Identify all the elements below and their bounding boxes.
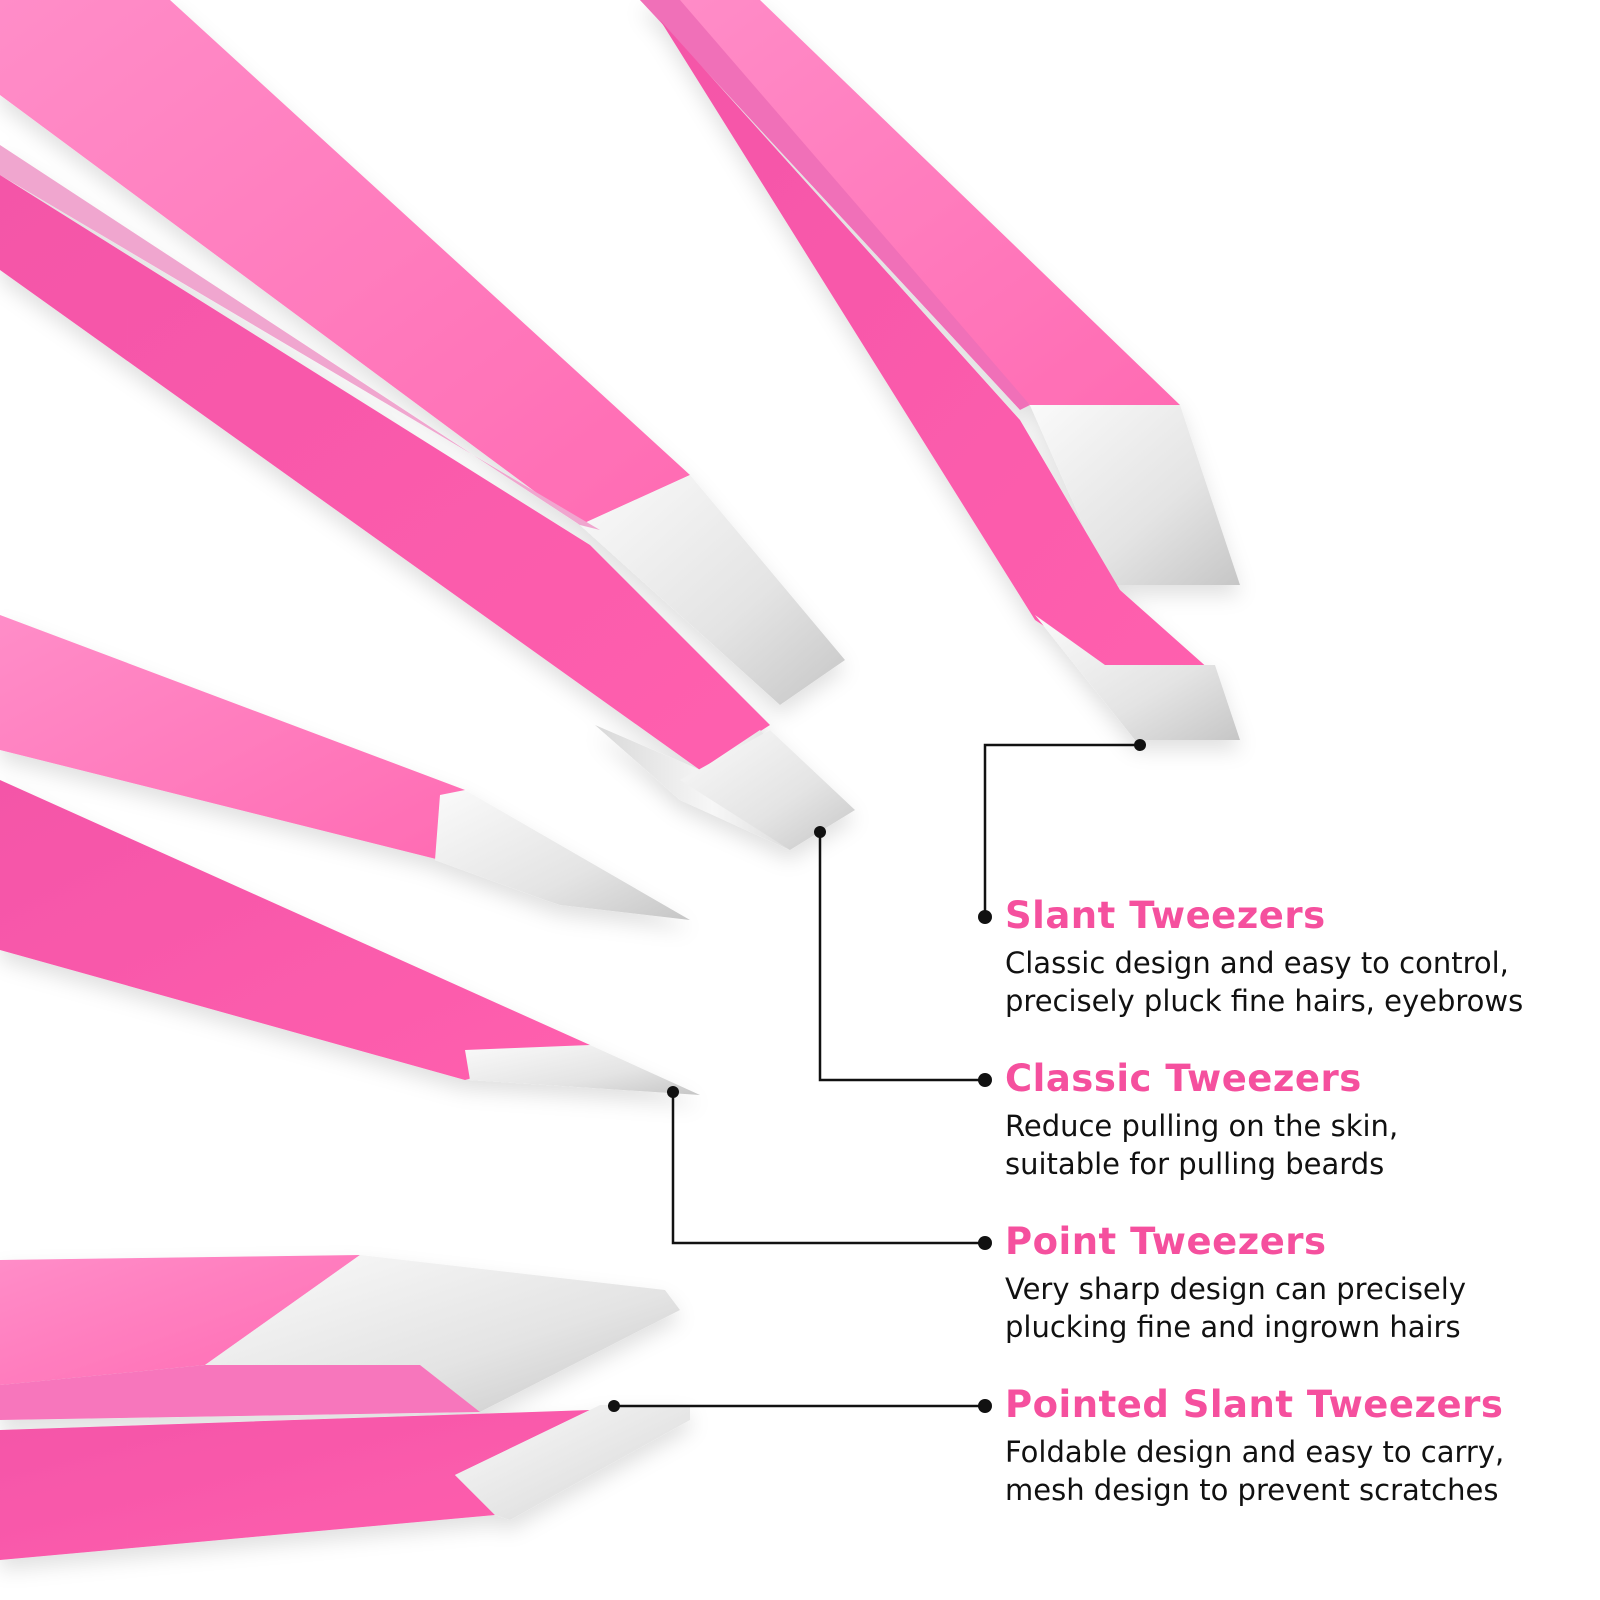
label-point-tweezers: Point Tweezers Very sharp design can pre… (1005, 1220, 1575, 1346)
classic-tweezers-description: Reduce pulling on the skin, suitable for… (1005, 1107, 1575, 1183)
slant-tweezers-line-2: precisely pluck fine hairs, eyebrows (1005, 984, 1524, 1018)
pointed-slant-tweezers-line-2: mesh design to prevent scratches (1005, 1473, 1499, 1507)
classic-tweezers-title: Classic Tweezers (1005, 1057, 1362, 1100)
label-classic-tweezers: Classic Tweezers Reduce pulling on the s… (1005, 1057, 1575, 1183)
leader-line-point (671, 1092, 985, 1245)
leader-lines (614, 743, 1140, 1408)
label-slant-tweezers: Slant Tweezers Classic design and easy t… (1005, 894, 1575, 1020)
classic-tweezers-line-2: suitable for pulling beards (1005, 1147, 1385, 1181)
slant-tweezers-description: Classic design and easy to control, prec… (1005, 944, 1575, 1020)
label-pointed-slant-tweezers: Pointed Slant Tweezers Foldable design a… (1005, 1383, 1575, 1509)
classic-tweezers-line-1: Reduce pulling on the skin, (1005, 1109, 1399, 1143)
point-tweezers-line-2: plucking fine and ingrown hairs (1005, 1310, 1461, 1344)
pointed-slant-tweezers-title: Pointed Slant Tweezers (1005, 1383, 1504, 1426)
pointed-slant-tweezers-description: Foldable design and easy to carry, mesh … (1005, 1433, 1575, 1509)
pointed-slant-tweezers (0, 1255, 690, 1560)
leader-dots (608, 739, 1146, 1413)
leader-line-classic (818, 832, 985, 1082)
slant-tweezers (640, 0, 1240, 740)
slant-tweezers-line-1: Classic design and easy to control, (1005, 946, 1509, 980)
leader-line-slant (983, 743, 1140, 917)
classic-tweezers (0, 0, 855, 850)
point-tweezers-description: Very sharp design can precisely plucking… (1005, 1270, 1575, 1346)
point-tweezers-line-1: Very sharp design can precisely (1005, 1272, 1466, 1306)
point-tweezers-title: Point Tweezers (1005, 1220, 1327, 1263)
slant-tweezers-title: Slant Tweezers (1005, 894, 1326, 937)
pointed-slant-tweezers-line-1: Foldable design and easy to carry, (1005, 1435, 1505, 1469)
point-tweezers (0, 615, 700, 1095)
